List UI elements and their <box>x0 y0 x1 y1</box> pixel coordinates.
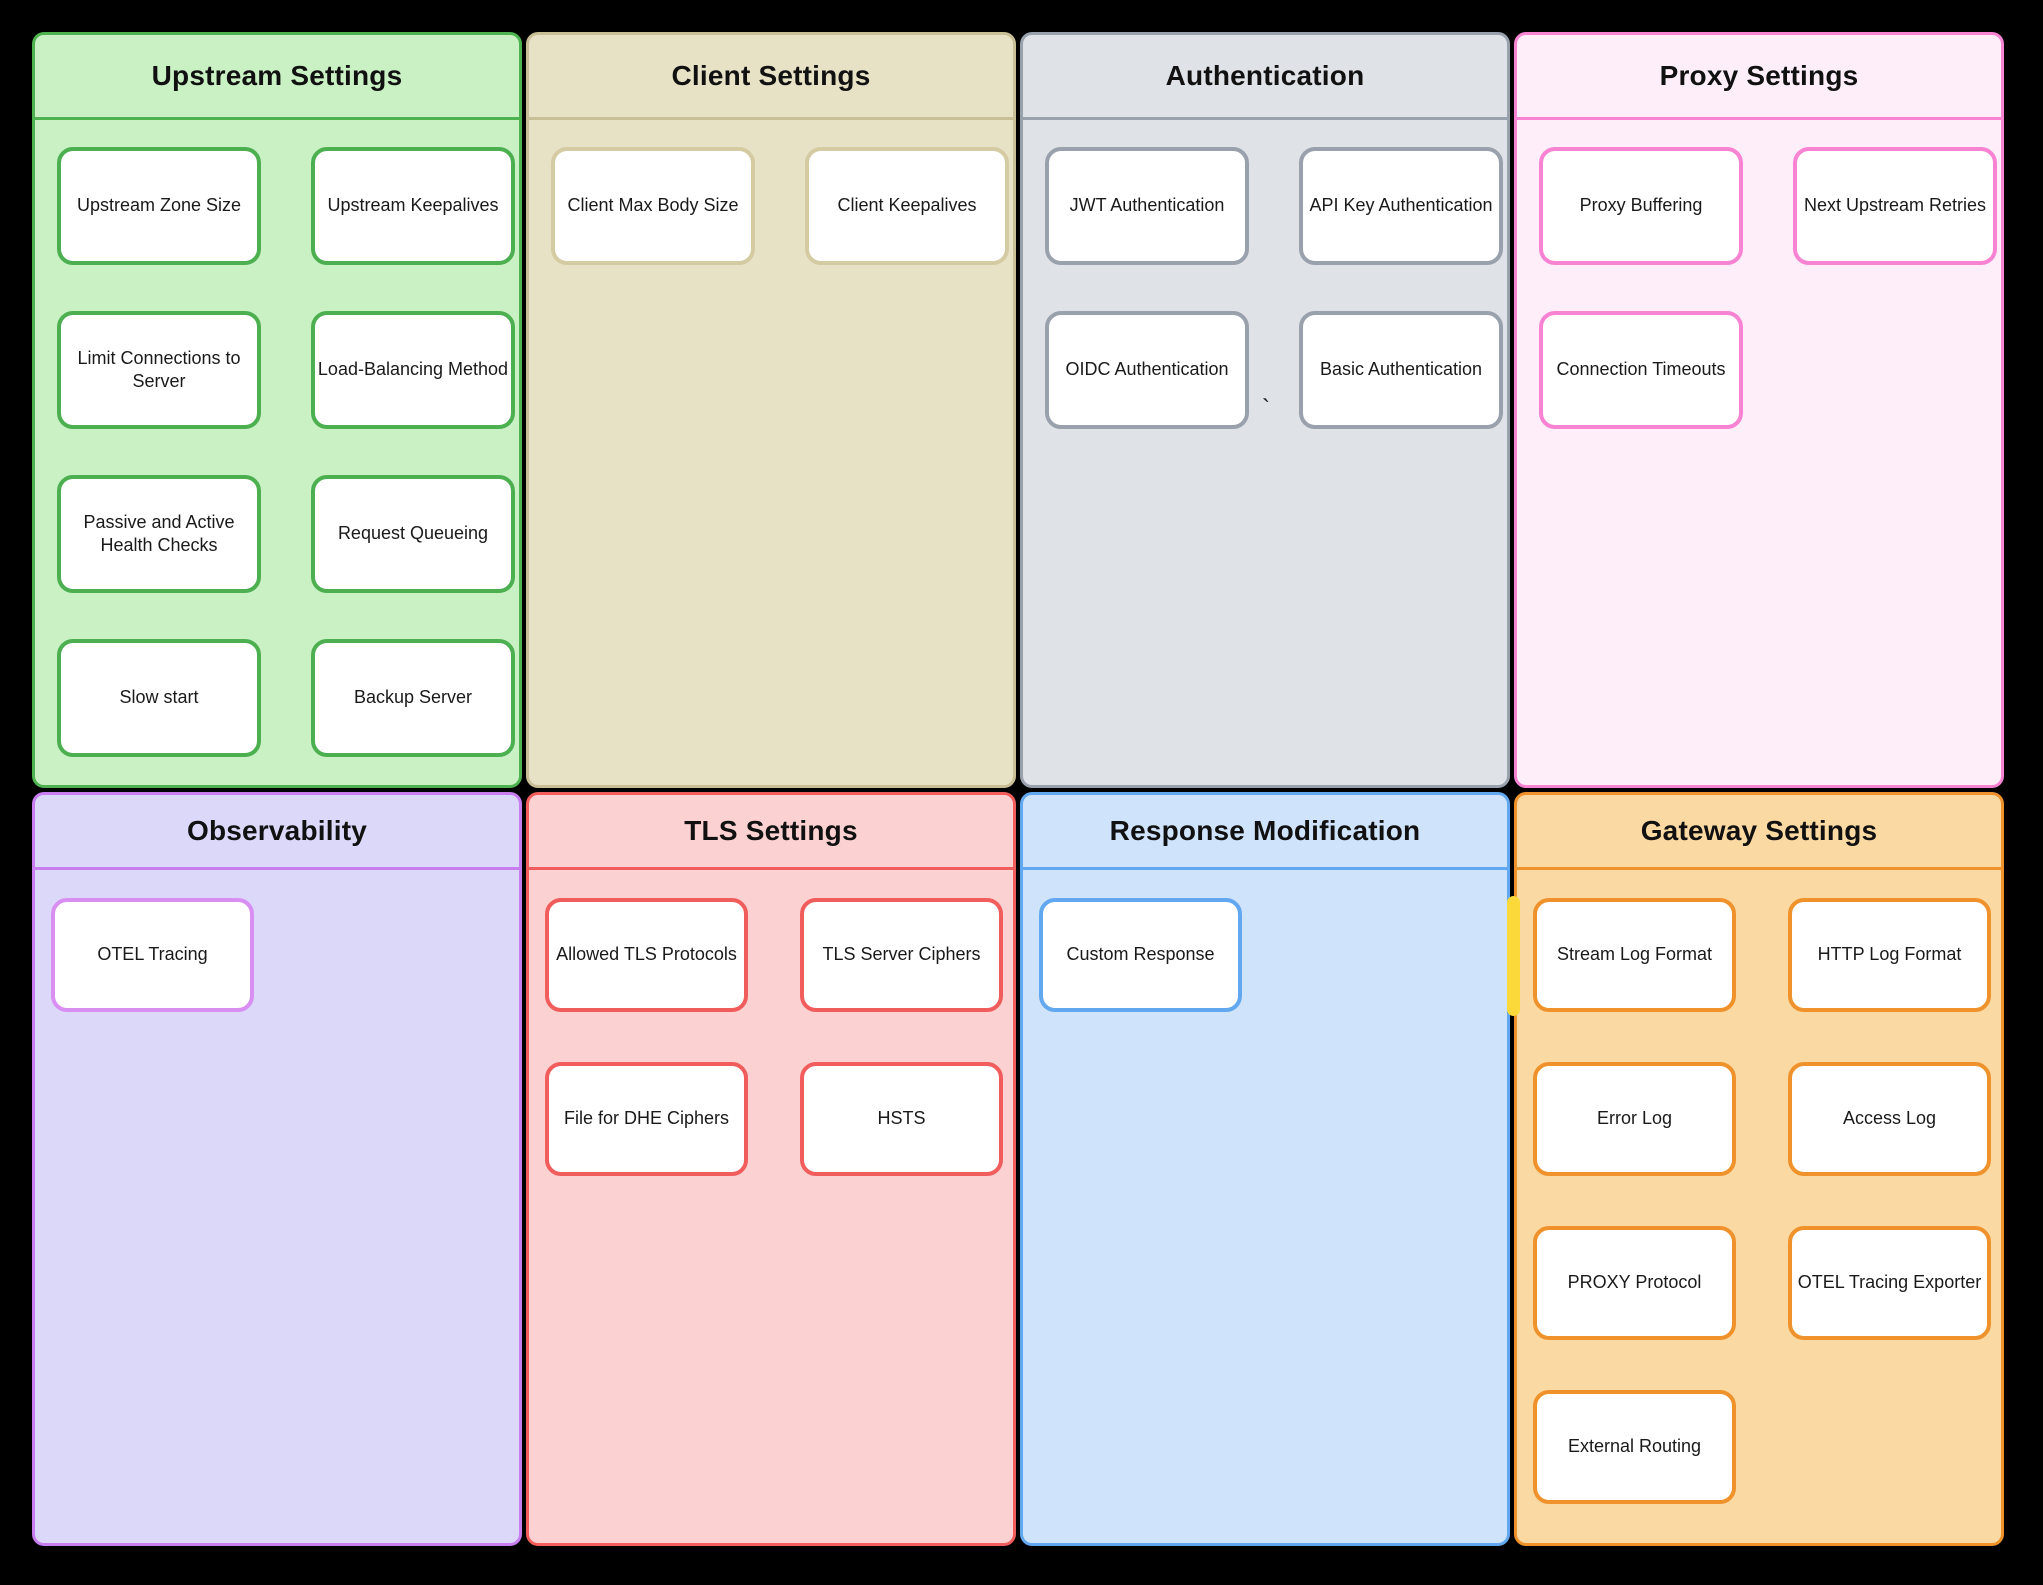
feature-box: Stream Log Format <box>1533 898 1736 1012</box>
feature-box: Limit Connections to Server <box>57 311 261 429</box>
panel-row: External Routing <box>1517 1390 2001 1504</box>
feature-box: External Routing <box>1533 1390 1736 1504</box>
feature-box: API Key Authentication <box>1299 147 1503 265</box>
panel-body: OTEL Tracing <box>35 870 519 1012</box>
feature-box: Basic Authentication <box>1299 311 1503 429</box>
feature-box: OTEL Tracing <box>51 898 254 1012</box>
panel-row: Upstream Zone Size Upstream Keepalives <box>35 147 519 265</box>
feature-box: Backup Server <box>311 639 515 757</box>
feature-box: Load-Balancing Method <box>311 311 515 429</box>
yellow-highlight-accent <box>1507 896 1520 1016</box>
panel-row: Client Max Body Size Client Keepalives <box>529 147 1013 265</box>
panel-title: Observability <box>186 815 367 846</box>
panel-tls-settings: TLS Settings Allowed TLS Protocols TLS Se… <box>526 792 1016 1546</box>
panel-response-modification: Response Modification Custom Response <box>1020 792 1510 1546</box>
panel-row: Proxy Buffering Next Upstream Retries <box>1517 147 2001 265</box>
panel-header: Authentication <box>1023 35 1507 120</box>
feature-box: Proxy Buffering <box>1539 147 1743 265</box>
feature-box: Upstream Keepalives <box>311 147 515 265</box>
panel-row: Passive and Active Health Checks Request … <box>35 475 519 593</box>
panel-header: Gateway Settings <box>1517 795 2001 870</box>
feature-box: Custom Response <box>1039 898 1242 1012</box>
panel-header: Response Modification <box>1023 795 1507 870</box>
feature-box: JWT Authentication <box>1045 147 1249 265</box>
feature-box: Passive and Active Health Checks <box>57 475 261 593</box>
feature-box: Next Upstream Retries <box>1793 147 1997 265</box>
panel-row: OTEL Tracing <box>35 898 519 1012</box>
feature-box: Allowed TLS Protocols <box>545 898 748 1012</box>
panel-title: TLS Settings <box>684 815 858 846</box>
feature-box: Slow start <box>57 639 261 757</box>
panel-row: Connection Timeouts <box>1517 311 2001 429</box>
panel-header: Client Settings <box>529 35 1013 120</box>
panel-gateway-settings: Gateway Settings Stream Log Format HTTP L… <box>1514 792 2004 1546</box>
panel-row: Error Log Access Log <box>1517 1062 2001 1176</box>
panel-title: Client Settings <box>671 60 871 91</box>
panel-title: Gateway Settings <box>1640 815 1878 846</box>
feature-box: PROXY Protocol <box>1533 1226 1736 1340</box>
panel-proxy-settings: Proxy Settings Proxy Buffering Next Upstr… <box>1514 32 2004 788</box>
panel-title: Authentication <box>1165 60 1365 91</box>
panel-header: Observability <box>35 795 519 870</box>
feature-box: Upstream Zone Size <box>57 147 261 265</box>
feature-box: HTTP Log Format <box>1788 898 1991 1012</box>
panel-row: Allowed TLS Protocols TLS Server Ciphers <box>529 898 1013 1012</box>
panel-header: Proxy Settings <box>1517 35 2001 120</box>
panel-row: Custom Response <box>1023 898 1507 1012</box>
panel-body: JWT Authentication API Key Authentication… <box>1023 120 1507 429</box>
panel-row: PROXY Protocol OTEL Tracing Exporter <box>1517 1226 2001 1340</box>
panel-header: TLS Settings <box>529 795 1013 870</box>
panel-header: Upstream Settings <box>35 35 519 120</box>
feature-box: OIDC Authentication <box>1045 311 1249 429</box>
panel-title: Upstream Settings <box>151 60 403 91</box>
panel-body: Custom Response <box>1023 870 1507 1012</box>
feature-box: HSTS <box>800 1062 1003 1176</box>
feature-box: Connection Timeouts <box>1539 311 1743 429</box>
feature-box: Request Queueing <box>311 475 515 593</box>
panel-row: Slow start Backup Server <box>35 639 519 757</box>
panel-row: Stream Log Format HTTP Log Format <box>1517 898 2001 1012</box>
panel-title: Proxy Settings <box>1659 60 1859 91</box>
feature-box: Client Max Body Size <box>551 147 755 265</box>
panel-row: JWT Authentication API Key Authentication <box>1023 147 1507 265</box>
panel-observability: Observability OTEL Tracing <box>32 792 522 1546</box>
stray-backtick: ` <box>1262 395 1270 422</box>
panel-row: OIDC Authentication Basic Authentication <box>1023 311 1507 429</box>
feature-box: Client Keepalives <box>805 147 1009 265</box>
panel-row: Limit Connections to Server Load-Balancin… <box>35 311 519 429</box>
feature-box: OTEL Tracing Exporter <box>1788 1226 1991 1340</box>
panel-authentication: Authentication JWT Authentication API Key… <box>1020 32 1510 788</box>
feature-box: File for DHE Ciphers <box>545 1062 748 1176</box>
panel-body: Client Max Body Size Client Keepalives <box>529 120 1013 265</box>
feature-box: Error Log <box>1533 1062 1736 1176</box>
feature-box: TLS Server Ciphers <box>800 898 1003 1012</box>
panel-title: Response Modification <box>1109 815 1421 846</box>
panel-row: File for DHE Ciphers HSTS <box>529 1062 1013 1176</box>
feature-box: Access Log <box>1788 1062 1991 1176</box>
